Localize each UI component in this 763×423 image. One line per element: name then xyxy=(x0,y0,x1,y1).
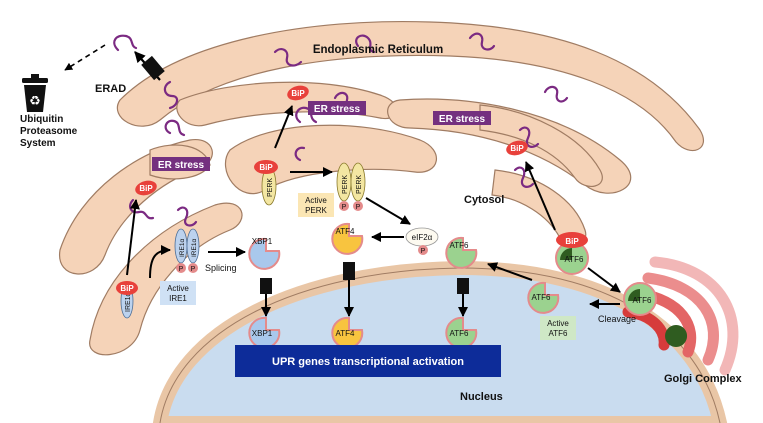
svg-text:PERK: PERK xyxy=(305,206,327,215)
svg-text:XBP1: XBP1 xyxy=(252,329,273,338)
svg-text:IRE1α: IRE1α xyxy=(125,292,132,312)
svg-text:ATF6: ATF6 xyxy=(450,241,470,250)
atf6-er-bound: ATF6 BiP xyxy=(555,232,589,275)
atf6-cytosol: ATF6 xyxy=(445,236,478,269)
perk-inactive: PERK BiP xyxy=(254,160,278,206)
svg-text:PERK: PERK xyxy=(267,178,274,197)
ups-label-2: Proteasome xyxy=(20,126,78,137)
svg-text:BiP: BiP xyxy=(291,89,305,98)
golgi-label: Golgi Complex xyxy=(664,373,743,385)
arrow-bip-release-atf6 xyxy=(524,161,556,231)
er-stress-badge-atf6: ER stress xyxy=(433,111,491,125)
ups-label-1: Ubiquitin xyxy=(20,114,63,125)
active-ire1-label: Active IRE1 xyxy=(160,281,196,305)
arrow-atf6-to-golgi xyxy=(587,267,621,293)
bip-on-misfolded-atf6: BiP xyxy=(506,140,528,156)
svg-text:P: P xyxy=(179,266,184,273)
svg-text:ATF6: ATF6 xyxy=(565,255,585,264)
bip-on-misfolded-perk: BiP xyxy=(287,85,309,101)
xbp1-cytosol: XBP1 xyxy=(248,237,281,270)
arrow-ire1-dimerize xyxy=(149,245,171,279)
svg-text:P: P xyxy=(342,204,347,211)
svg-text:ATF6: ATF6 xyxy=(532,293,552,302)
perk-active-dimer: PERK PERK P P xyxy=(336,162,366,211)
svg-text:BiP: BiP xyxy=(259,163,273,172)
svg-text:eIF2α: eIF2α xyxy=(412,233,433,242)
svg-text:IRE1α: IRE1α xyxy=(179,239,186,257)
svg-text:XBP1: XBP1 xyxy=(252,237,273,246)
splicing-label: Splicing xyxy=(205,263,237,273)
svg-text:ATF6: ATF6 xyxy=(633,296,653,305)
atf6-golgi: ATF6 xyxy=(623,282,657,316)
ups-label-3: System xyxy=(20,138,56,149)
svg-text:ATF4: ATF4 xyxy=(336,227,356,236)
active-perk-label: Active PERK xyxy=(298,193,334,217)
svg-text:ATF4: ATF4 xyxy=(336,329,356,338)
svg-text:ER stress: ER stress xyxy=(439,114,486,125)
svg-text:Active: Active xyxy=(167,284,189,293)
trash-bin-icon: ♻ xyxy=(22,74,48,112)
atf4-cytosol: ATF4 xyxy=(331,222,364,255)
svg-text:P: P xyxy=(356,204,361,211)
svg-text:IRE1α: IRE1α xyxy=(191,239,198,257)
bip-on-misfolded-ire1: BiP xyxy=(135,180,157,196)
arrow-perk-to-eif2a xyxy=(365,197,411,225)
cytosol-label: Cytosol xyxy=(464,194,504,206)
arrow-bip-release-perk xyxy=(274,105,294,149)
misfolded-proteins xyxy=(113,32,569,227)
erad-channel xyxy=(134,51,165,81)
svg-text:BiP: BiP xyxy=(139,184,153,193)
cleavage-label: Cleavage xyxy=(598,314,636,324)
ire1-active-dimer: IRE1α IRE1α P P xyxy=(174,228,200,273)
xbp1-nuclear-pore xyxy=(260,278,272,317)
atf6-cleaved: ATF6 xyxy=(527,281,560,314)
svg-text:PERK: PERK xyxy=(356,175,363,194)
atf4-nuclear-pore xyxy=(343,262,355,317)
svg-text:BiP: BiP xyxy=(565,237,579,246)
svg-text:BiP: BiP xyxy=(120,284,134,293)
degradation-arrow xyxy=(64,44,106,71)
erad-label: ERAD xyxy=(95,83,126,95)
er-label: Endoplasmic Reticulum xyxy=(313,44,443,56)
svg-text:ATF6: ATF6 xyxy=(549,329,569,338)
svg-text:ER stress: ER stress xyxy=(158,160,205,171)
active-atf6-label: Active ATF6 xyxy=(540,316,576,340)
atf6-nuclear-pore xyxy=(457,278,469,317)
svg-text:BiP: BiP xyxy=(510,144,524,153)
eif2a: eIF2α P xyxy=(405,227,439,255)
atf6-golgi-second xyxy=(665,325,688,347)
svg-text:UPR genes transcriptional acti: UPR genes transcriptional activation xyxy=(272,356,464,368)
svg-text:IRE1: IRE1 xyxy=(169,294,187,303)
recycle-icon: ♻ xyxy=(29,94,41,109)
svg-text:Active: Active xyxy=(547,319,569,328)
er-stress-badge-perk: ER stress xyxy=(308,101,366,115)
arrow-bip-release-ire1 xyxy=(126,199,140,276)
nucleus-label: Nucleus xyxy=(460,391,503,403)
svg-text:Active: Active xyxy=(305,196,327,205)
er-stress-badge-ire1: ER stress xyxy=(152,157,210,171)
svg-text:P: P xyxy=(191,266,196,273)
ire1-inactive: IRE1α BiP xyxy=(116,281,138,319)
upr-banner: UPR genes transcriptional activation xyxy=(235,345,501,377)
svg-text:ER stress: ER stress xyxy=(314,104,361,115)
svg-text:ATF6: ATF6 xyxy=(450,329,470,338)
svg-text:PERK: PERK xyxy=(342,175,349,194)
arrow-atf6-to-nucleus xyxy=(487,262,533,281)
svg-text:P: P xyxy=(421,248,426,255)
